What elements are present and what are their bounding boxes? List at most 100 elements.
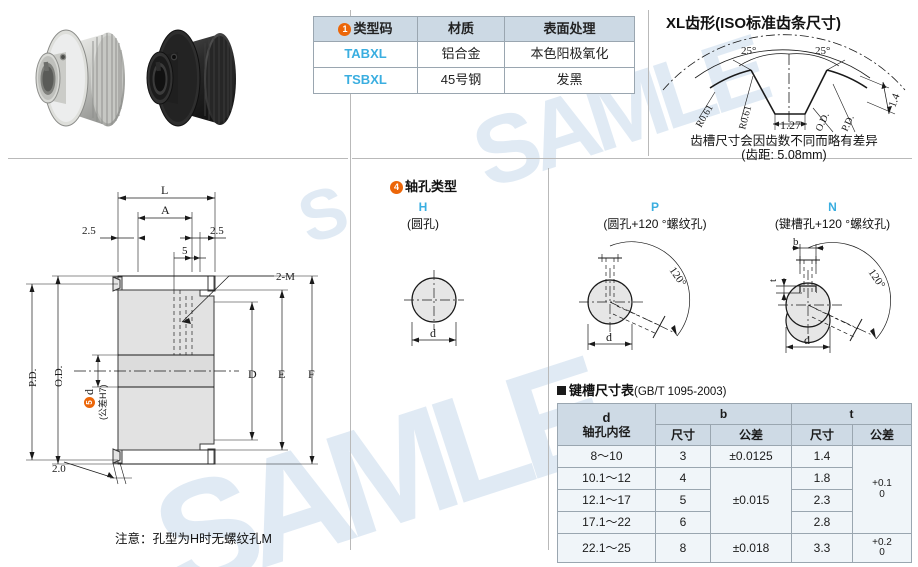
header-t: t <box>791 403 912 425</box>
radius-right-label: R0.61 <box>737 105 754 131</box>
cell-b-size: 8 <box>655 533 711 563</box>
product-photo-group <box>8 8 258 148</box>
tooth-profile-title: XL齿形(ISO标准齿条尺寸) <box>666 15 841 32</box>
cell-code: TSBXL <box>313 67 418 94</box>
cell-t-size: 1.8 <box>791 467 853 490</box>
cell-d: 8～10 <box>557 445 656 468</box>
dim-25-left-label: 2.5 <box>82 225 96 237</box>
dim-F-label: F <box>308 367 315 381</box>
table-row: 17.1～22 6 2.8 <box>557 511 912 534</box>
dim-2M-label: 2-M <box>276 271 295 283</box>
tooth-profile-diagram: 25° 25° 1.27 R0.61 R0.61 O.D. P.D. 1.4 <box>655 32 913 133</box>
table-row: 12.1～17 5 2.3 <box>557 489 912 512</box>
tooth-width-label: 1.27 <box>780 118 801 132</box>
hole-type-P-diagram: d 120° <box>565 240 745 365</box>
cell-b-size: 6 <box>655 511 711 534</box>
cell-b-size: 3 <box>655 445 711 468</box>
cell-b-size: 4 <box>655 467 711 490</box>
table-row: TSBXL 45号钢 发黑 <box>313 67 635 94</box>
hole-N-angle-label: 120° <box>866 267 888 291</box>
cell-finish: 发黑 <box>504 67 635 94</box>
header-material: 材质 <box>417 16 505 42</box>
hole-desc-P: (圆孔+120 °螺纹孔) <box>603 217 707 231</box>
angle-right-label: 25° <box>815 45 830 57</box>
radius-left-label: R0.61 <box>694 103 716 129</box>
main-section-drawing: L A 2.5 2.5 5 2-M P.D. O.D. D E F 2.0 <box>14 172 344 492</box>
hole-N-b-label: b <box>793 236 799 248</box>
tooth-note-line2: (齿距: 5.08mm) <box>741 148 827 162</box>
header-b: b <box>655 403 792 425</box>
dim-A-label: A <box>161 203 170 217</box>
cell-d: 10.1～12 <box>557 467 656 490</box>
cell-t-size: 2.8 <box>791 511 853 534</box>
hole-N-d-label: d <box>804 333 810 347</box>
hole-type-N-diagram: d b t 120° <box>762 236 917 366</box>
hole-desc-H: (圆孔) <box>407 217 439 231</box>
cell-d: 22.1～25 <box>557 533 656 563</box>
keyway-table-title: 键槽尺寸表(GB/T 1095-2003) <box>557 380 912 399</box>
table-row: TABXL 铝合金 本色阳极氧化 <box>313 41 635 68</box>
tooth-height-label: 1.4 <box>887 92 903 109</box>
hole-P-d-label: d <box>606 330 612 344</box>
bore-tolerance-label: (公差H7) <box>98 384 108 421</box>
table-row: 22.1～25 8 ±0.018 3.3 +0.2 0 <box>557 533 912 563</box>
bore-d-label: d <box>82 389 96 395</box>
badge-5: 5 <box>84 397 95 408</box>
hole-type-H-label: H (圆孔) <box>378 200 468 232</box>
divider-horizontal <box>8 158 348 159</box>
dim-E-label: E <box>278 367 285 381</box>
cell-t-tol: +0.2 0 <box>852 533 912 563</box>
divider-horizontal-right <box>352 158 912 159</box>
badge-1: 1 <box>338 22 352 36</box>
hole-key-H: H <box>418 200 428 214</box>
cell-t-size: 2.3 <box>791 489 853 512</box>
header-b-tol: 公差 <box>710 424 792 446</box>
cell-material: 铝合金 <box>417 41 505 68</box>
cell-code: TABXL <box>313 41 418 68</box>
table-row: 10.1～12 4 ±0.015 1.8 <box>557 467 912 534</box>
dim-PD-label: P.D. <box>27 368 39 387</box>
hole-type-P-label: P (圆孔+120 °螺纹孔) <box>560 200 750 232</box>
cell-d: 12.1～17 <box>557 489 656 512</box>
keyway-title-main: 键槽尺寸表 <box>569 383 635 398</box>
square-bullet-icon <box>557 386 566 395</box>
badge-4: 4 <box>390 181 403 194</box>
keyway-title-std: (GB/T 1095-2003) <box>634 386 727 398</box>
main-drawing-note: 注意：孔型为H时无螺纹孔M <box>115 532 272 546</box>
header-b-size: 尺寸 <box>655 424 711 446</box>
cell-b-size: 5 <box>655 489 711 512</box>
header-d: d 轴孔内径 <box>557 403 656 446</box>
dim-20-label: 2.0 <box>52 463 66 475</box>
angle-left-label: 25° <box>741 45 756 57</box>
hole-type-H-diagram: d <box>386 250 506 360</box>
hole-N-t-label: t <box>767 279 779 282</box>
cell-b-tol: ±0.018 <box>710 533 792 563</box>
header-t-tol: 公差 <box>852 424 912 446</box>
hole-key-P: P <box>650 200 659 214</box>
divider-vertical-holes <box>548 168 549 550</box>
cell-b-tol: ±0.015 <box>710 467 792 534</box>
cell-b-tol: ±0.0125 <box>710 445 792 468</box>
dim-OD-label: O.D. <box>53 365 65 387</box>
table-row: 8～10 3 ±0.0125 1.4 +0.1 0 <box>557 445 912 534</box>
dim-D-label: D <box>248 367 257 381</box>
aluminum-pulley-photo <box>35 29 125 127</box>
keyway-table: d 轴孔内径 b t 尺寸 公差 尺寸 公差 8～10 3 ±0.0125 <box>557 403 912 563</box>
divider-vertical-tooth <box>648 10 649 156</box>
dim-L-label: L <box>161 183 168 197</box>
hole-type-N-label: N (键槽孔+120 °螺纹孔) <box>750 200 915 232</box>
hole-H-d-label: d <box>430 326 436 340</box>
header-surface: 表面处理 <box>504 16 635 42</box>
cell-t-size: 1.4 <box>791 445 853 468</box>
hole-key-N: N <box>828 200 837 214</box>
divider-vertical-main <box>350 10 351 550</box>
steel-pulley-photo <box>146 29 236 127</box>
keyway-table-section: 键槽尺寸表(GB/T 1095-2003) d 轴孔内径 b t 尺寸 公差 尺… <box>557 380 912 563</box>
tooth-note-line1: 齿槽尺寸会因齿数不同而略有差异 <box>690 134 878 148</box>
cell-material: 45号钢 <box>417 67 505 94</box>
dim-25-right-label: 2.5 <box>210 225 224 237</box>
